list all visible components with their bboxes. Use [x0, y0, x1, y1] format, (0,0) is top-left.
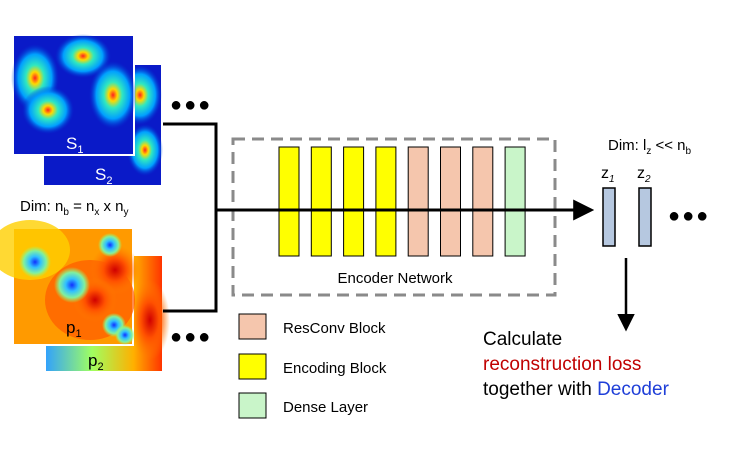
latent-dimension-label: Dim: lz << nb	[608, 137, 692, 157]
caption-decoder: Decoder	[597, 379, 669, 400]
latent-z2-bar	[638, 187, 652, 247]
latent-ellipsis: ●●●	[668, 205, 710, 227]
s2-label: S2	[95, 165, 112, 187]
caption-line-3: together with Decoder	[483, 379, 670, 400]
encoder-network-box	[231, 137, 557, 297]
legend: ResConv Block Encoding Block Dense Layer	[238, 313, 387, 419]
encoder-block-8	[504, 146, 526, 257]
encoder-block-5	[407, 146, 429, 257]
input-p-ellipsis: ●●●	[170, 326, 212, 348]
encoder-blocks	[278, 146, 526, 257]
input-s-ellipsis: ●●●	[170, 94, 212, 116]
s1-label: S1	[66, 134, 83, 156]
pressure-map-p1: p1	[0, 220, 140, 346]
caption-reconstruction-loss: reconstruction loss	[483, 354, 641, 375]
encoder-block-4	[375, 146, 397, 257]
saturation-map-s1: S1	[11, 34, 137, 156]
input-dimension-label: Dim: nb = nx x ny	[20, 198, 129, 218]
latent-z1-bar	[602, 187, 616, 247]
legend-swatch-resconv	[238, 313, 267, 340]
p2-label: p2	[88, 351, 104, 373]
z1-label: z1	[601, 165, 615, 185]
encoder-block-6	[440, 146, 461, 257]
encoder-block-7	[472, 146, 494, 257]
legend-swatch-dense	[238, 392, 267, 419]
legend-label-encoding: Encoding Block	[283, 360, 387, 377]
legend-label-resconv: ResConv Block	[283, 320, 386, 337]
loss-caption: Calculate reconstruction loss together w…	[483, 329, 670, 400]
caption-line-1: Calculate	[483, 329, 562, 350]
input-connectors	[163, 122, 218, 313]
encoder-network-label: Encoder Network	[337, 270, 453, 287]
encoder-block-1	[278, 146, 300, 257]
legend-swatch-encoding	[238, 353, 267, 380]
encoder-block-3	[343, 146, 365, 257]
p1-label: p1	[66, 318, 82, 340]
encoder-block-2	[310, 146, 332, 257]
legend-label-dense: Dense Layer	[283, 399, 368, 416]
z2-label: z2	[637, 165, 651, 185]
